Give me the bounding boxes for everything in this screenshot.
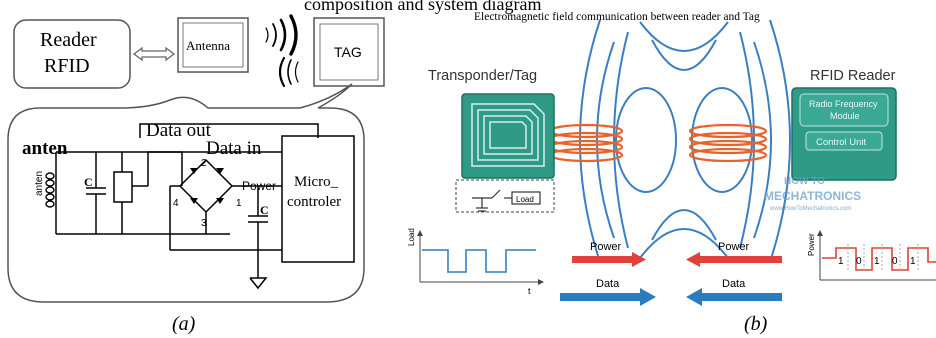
load-graph-xlabel: t (528, 286, 531, 296)
load-graph: Load t (407, 228, 544, 296)
data-label-right: Data (722, 278, 746, 290)
tag-antenna-spiral-icon (471, 103, 545, 167)
tag-box (313, 17, 385, 87)
cap2-label: C (260, 203, 269, 217)
transponder-label: Transponder/Tag (428, 68, 537, 84)
panel-a: composition and system diagram Reader RF… (7, 0, 541, 335)
caption-a: (a) (172, 313, 196, 335)
antenna-label: Antenna (186, 38, 230, 53)
svg-text:www.HowToMechatronics.com: www.HowToMechatronics.com (769, 206, 851, 212)
transponder-chip (461, 93, 555, 179)
top-partial-text: composition and system diagram (304, 0, 541, 14)
load-label: Load (516, 195, 534, 204)
control-unit-label: Control Unit (816, 137, 867, 148)
diode-symbols (190, 168, 224, 204)
reader-label-line1: Reader (40, 29, 97, 51)
svg-text:MECHATRONICS: MECHATRONICS (764, 189, 861, 203)
bit-3: 1 (874, 256, 880, 267)
signal-waves-icon (265, 14, 299, 88)
antenna-coil-icon (45, 172, 55, 208)
power-arrow-right (686, 252, 782, 267)
rfid-reader-label: RFID Reader (810, 68, 896, 84)
tag-load-circuit (455, 179, 555, 213)
power-graph-ylabel: Power (807, 233, 816, 256)
data-label-left: Data (596, 278, 620, 290)
data-arrow-right (686, 288, 782, 306)
caption-b: (b) (744, 313, 768, 335)
load-signal (422, 249, 536, 273)
rf-module-line2: Module (830, 111, 860, 121)
reader-rfid-box (13, 19, 131, 89)
bit-5: 1 (910, 256, 916, 267)
magnetic-field-lines (579, 19, 791, 263)
bit-2: 0 (856, 256, 862, 267)
svg-text:HOW TO: HOW TO (784, 176, 825, 187)
micro-label-line2: controler (287, 194, 341, 210)
power-label: Power (242, 179, 276, 193)
micro-label-line1: Micro_ (294, 174, 339, 190)
rf-module-line1: Radio Frequency (809, 99, 878, 109)
diode-num-3: 3 (201, 218, 207, 229)
data-in-label: Data in (206, 138, 262, 159)
power-label-right: Power (718, 241, 750, 253)
tag-coil-icon (548, 123, 624, 163)
diode-num-4: 4 (173, 198, 179, 209)
bit-4: 0 (892, 256, 898, 267)
panel-b: Electromagnetic field communication betw… (407, 11, 936, 335)
reader-label-line2: RFID (44, 55, 90, 77)
double-arrow-icon (132, 46, 176, 62)
anten-coil-label: anten (34, 171, 45, 196)
diode-num-2: 2 (201, 158, 207, 169)
data-arrow-left (560, 288, 656, 306)
diode-num-1: 1 (236, 198, 242, 209)
panel-b-title: Electromagnetic field communication betw… (474, 11, 760, 23)
power-label-left: Power (590, 241, 622, 253)
power-graph: Power 1 0 1 0 1 (807, 230, 936, 281)
antenna-box (177, 17, 249, 73)
tag-circuit (55, 123, 355, 290)
data-out-label: Data out (146, 120, 212, 141)
rf-module-box (799, 93, 889, 127)
anten-label: anten (22, 138, 68, 159)
power-arrow-left (572, 252, 646, 267)
control-unit-box (805, 131, 883, 151)
bit-1: 1 (838, 256, 844, 267)
reader-coil-icon (688, 123, 768, 163)
watermark-logo: HOW TO MECHATRONICS www.HowToMechatronic… (764, 176, 861, 212)
tag-label: TAG (334, 44, 362, 60)
load-graph-ylabel: Load (407, 228, 416, 246)
cap1-label: C (84, 175, 93, 189)
